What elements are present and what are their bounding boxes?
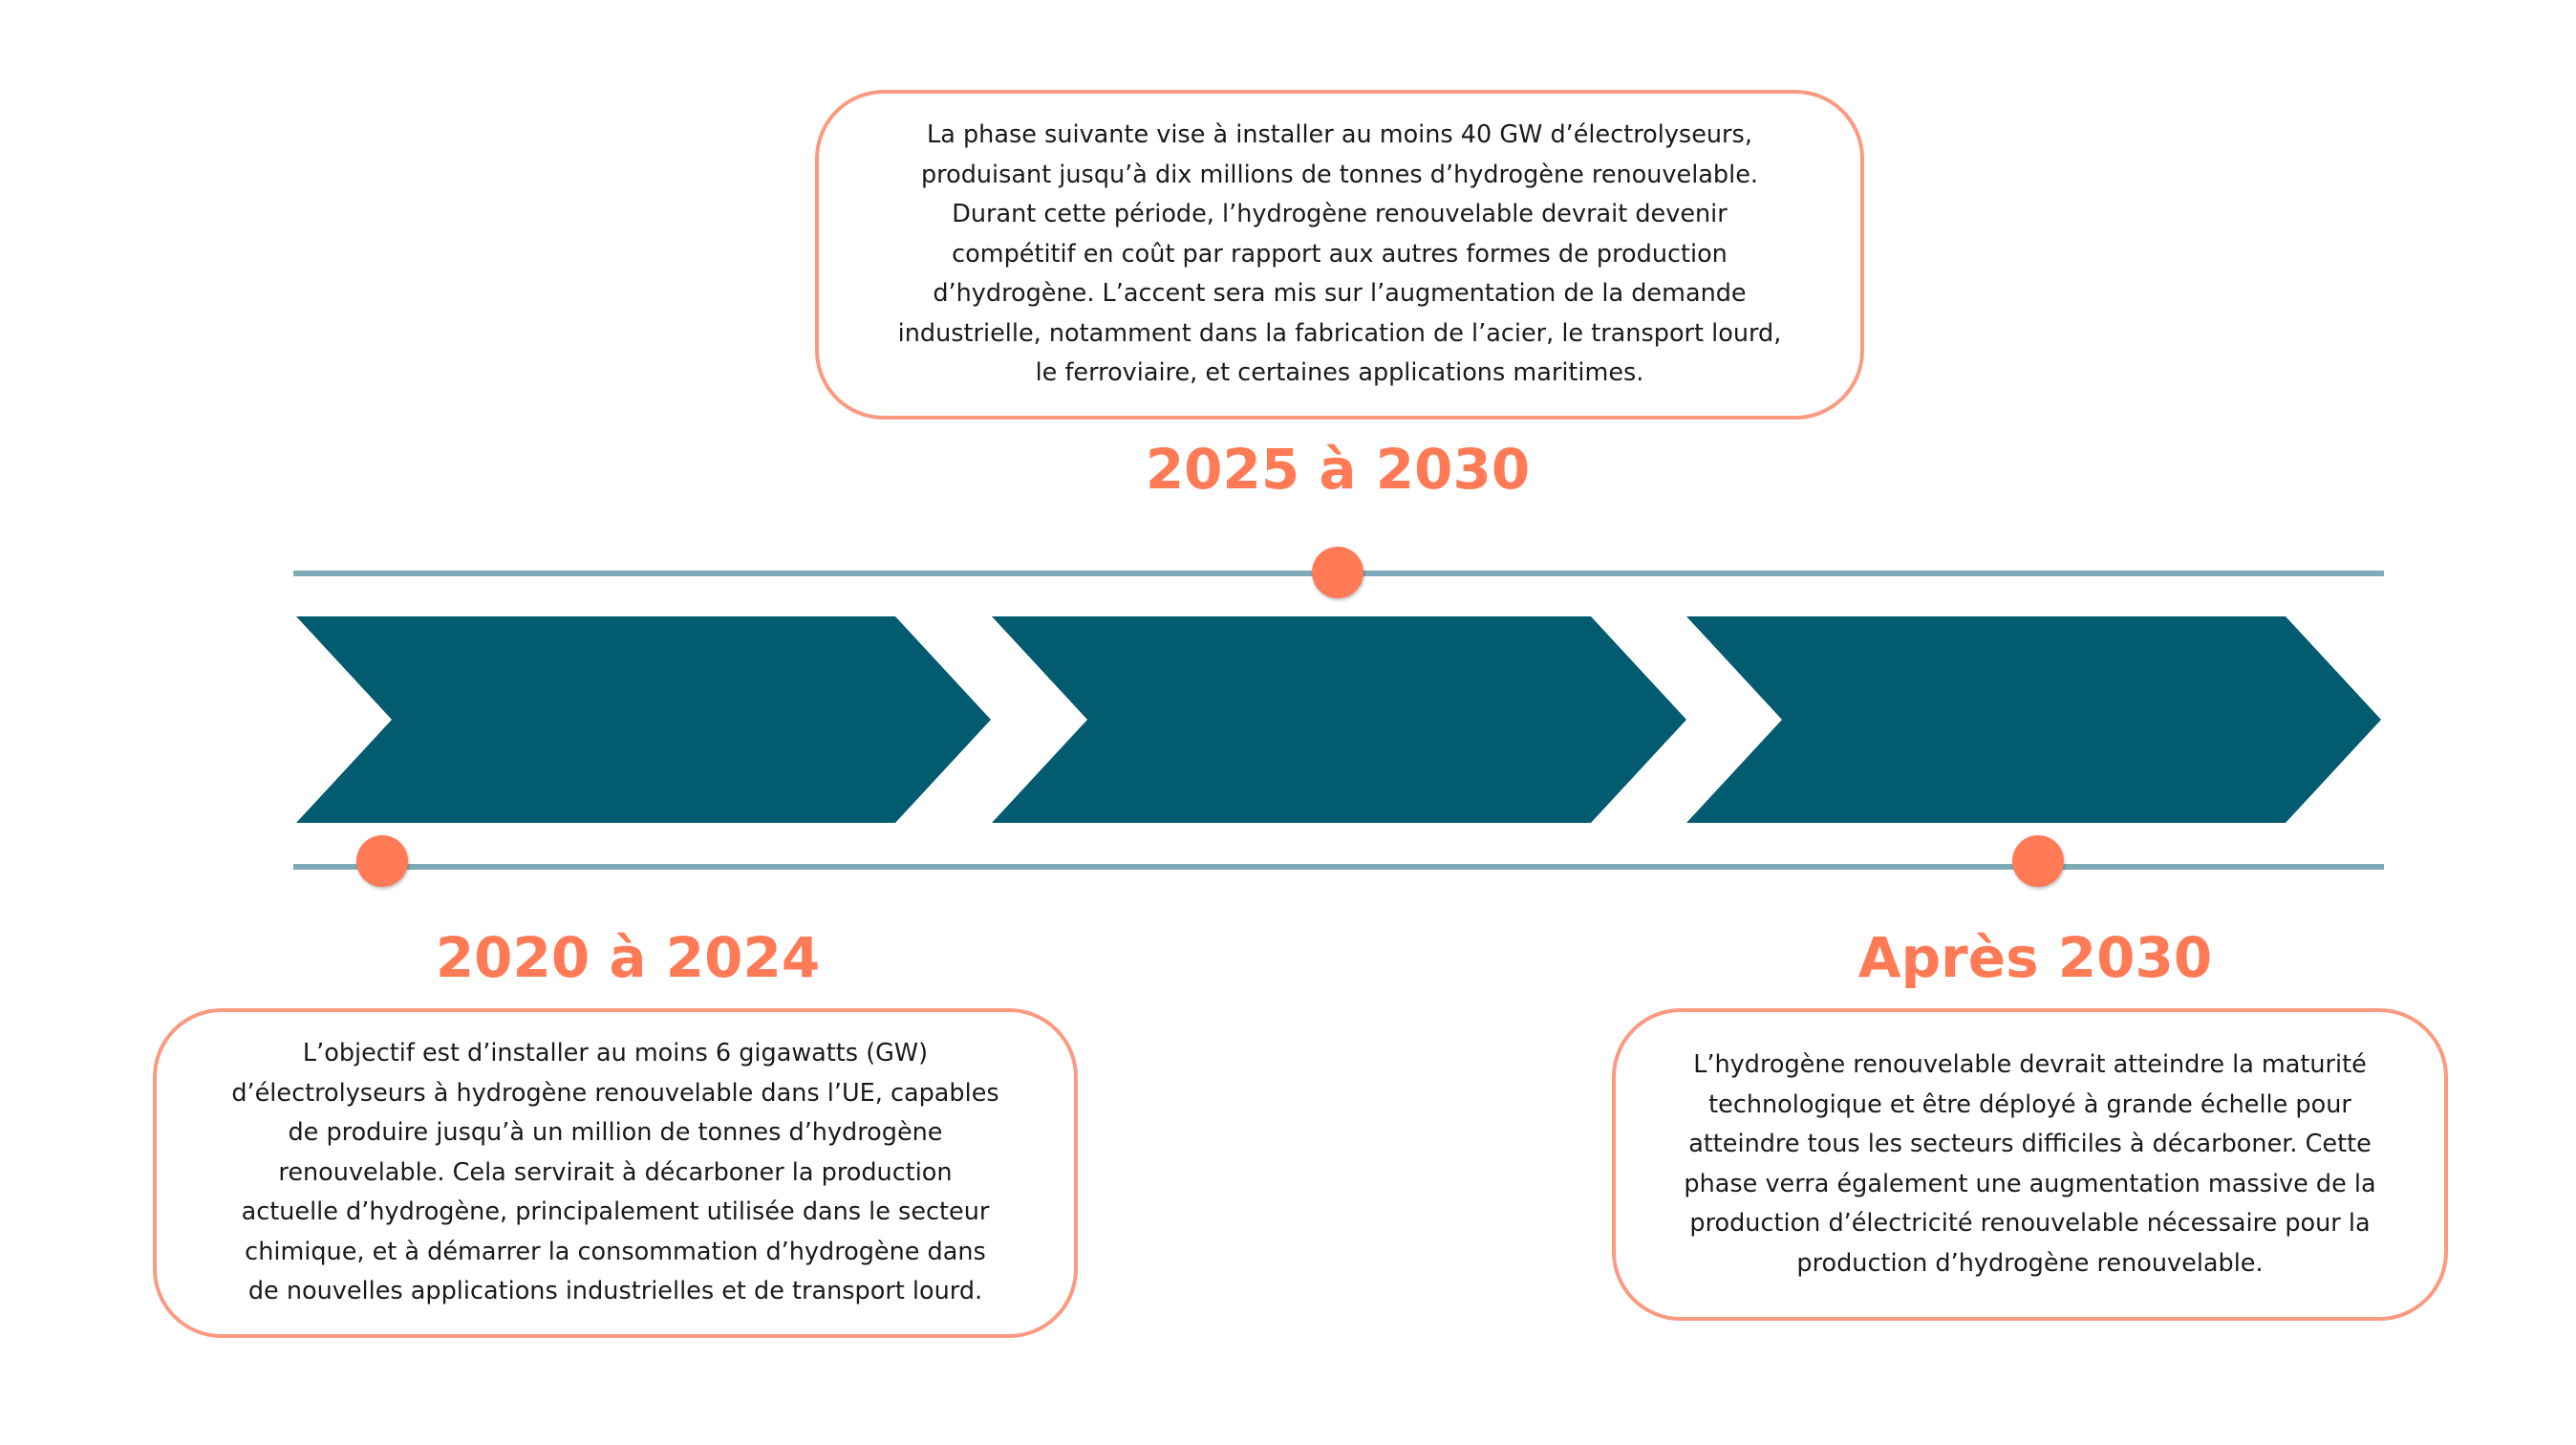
phase-2-line: produisant jusqu’à dix millions de tonne… [920,160,1758,189]
phase-1-line: chimique, et à démarrer la consommation … [245,1237,986,1266]
phase-2-title: 2025 à 2030 [1145,437,1531,502]
phase-3-card: L’hydrogène renouvelable devrait atteind… [1612,1008,2448,1321]
timeline-line-bottom [293,864,2384,870]
phase-1-line: de nouvelles applications industrielles … [247,1277,983,1306]
chevron-phase-1 [296,616,991,823]
phase-3-line: production d’hydrogène renouvelable. [1796,1248,2264,1278]
phase-3-line: production d’électricité renouvelable né… [1689,1209,2371,1238]
phase-3-line: phase verra également une augmentation m… [1684,1169,2376,1198]
phase-2-line: compétitif en coût par rapport aux autre… [952,239,1728,269]
phase-1-line: actuelle d’hydrogène, principalement uti… [241,1197,990,1227]
phase-3-line: technologique et être déployé à grande é… [1708,1089,2351,1119]
phase-3-line: L’hydrogène renouvelable devrait atteind… [1693,1050,2367,1079]
phase-1-line: d’électrolyseurs à hydrogène renouvelabl… [231,1078,999,1108]
phase-1-line: L’objectif est d’installer au moins 6 gi… [302,1039,929,1068]
phase-1-card: L’objectif est d’installer au moins 6 gi… [153,1008,1078,1338]
phase-2-line: le ferroviaire, et certaines application… [1035,358,1644,388]
phase-3-description: L’hydrogène renouvelable devrait atteind… [1684,1046,2375,1283]
phase-2-card: La phase suivante vise à installer au mo… [815,90,1864,420]
milestone-dot-phase-3 [2012,835,2064,887]
chevron-phase-2 [992,616,1686,823]
phase-1-line: de produire jusqu’à un million de tonnes… [288,1118,943,1148]
phase-2-line: Durant cette période, l’hydrogène renouv… [952,200,1728,229]
phase-2-line: La phase suivante vise à installer au mo… [927,120,1752,150]
phase-1-description: L’objectif est d’installer au moins 6 gi… [231,1034,998,1312]
chevron-phase-3 [1686,616,2381,823]
milestone-dot-phase-1 [356,835,408,887]
phase-2-line: d’hydrogène. L’accent sera mis sur l’aug… [933,279,1747,309]
milestone-dot-phase-2 [1312,547,1363,598]
phase-1-title: 2020 à 2024 [435,925,821,990]
phase-1-line: renouvelable. Cela servirait à décarbone… [278,1157,953,1187]
phase-3-line: atteindre tous les secteurs difficiles à… [1688,1130,2372,1158]
phase-2-line: industrielle, notamment dans la fabricat… [897,318,1782,348]
phase-2-description: La phase suivante vise à installer au mo… [898,116,1782,394]
phase-3-title: Après 2030 [1857,925,2213,990]
